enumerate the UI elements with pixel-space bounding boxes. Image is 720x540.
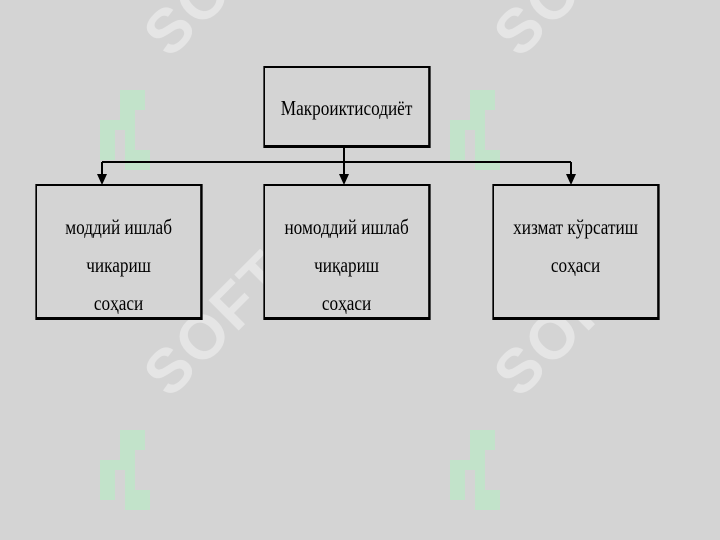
- child-node-label-line: соҳаси: [321, 291, 372, 315]
- arrowhead-middle: [339, 174, 349, 185]
- root-node-box: Макроиктисодиёт: [263, 66, 431, 148]
- child-node-label-line: номоддий ишлаб чиқариш: [284, 215, 409, 277]
- child-node-services: хизмат кўрсатиш соҳаси: [492, 184, 660, 320]
- child-node-material-production: моддий ишлаб чикариш соҳаси: [35, 184, 203, 320]
- arrowhead-left: [97, 174, 107, 185]
- child-node-label-line: хизмат кўрсатиш соҳаси: [513, 215, 638, 277]
- root-node-label: Макроиктисодиёт: [280, 96, 413, 120]
- arrowhead-right: [566, 174, 576, 185]
- child-node-label-line: моддий ишлаб чикариш: [65, 215, 172, 277]
- child-node-label-line: соҳаси: [93, 291, 144, 315]
- child-node-nonmaterial-production: номоддий ишлаб чиқариш соҳаси: [263, 184, 431, 320]
